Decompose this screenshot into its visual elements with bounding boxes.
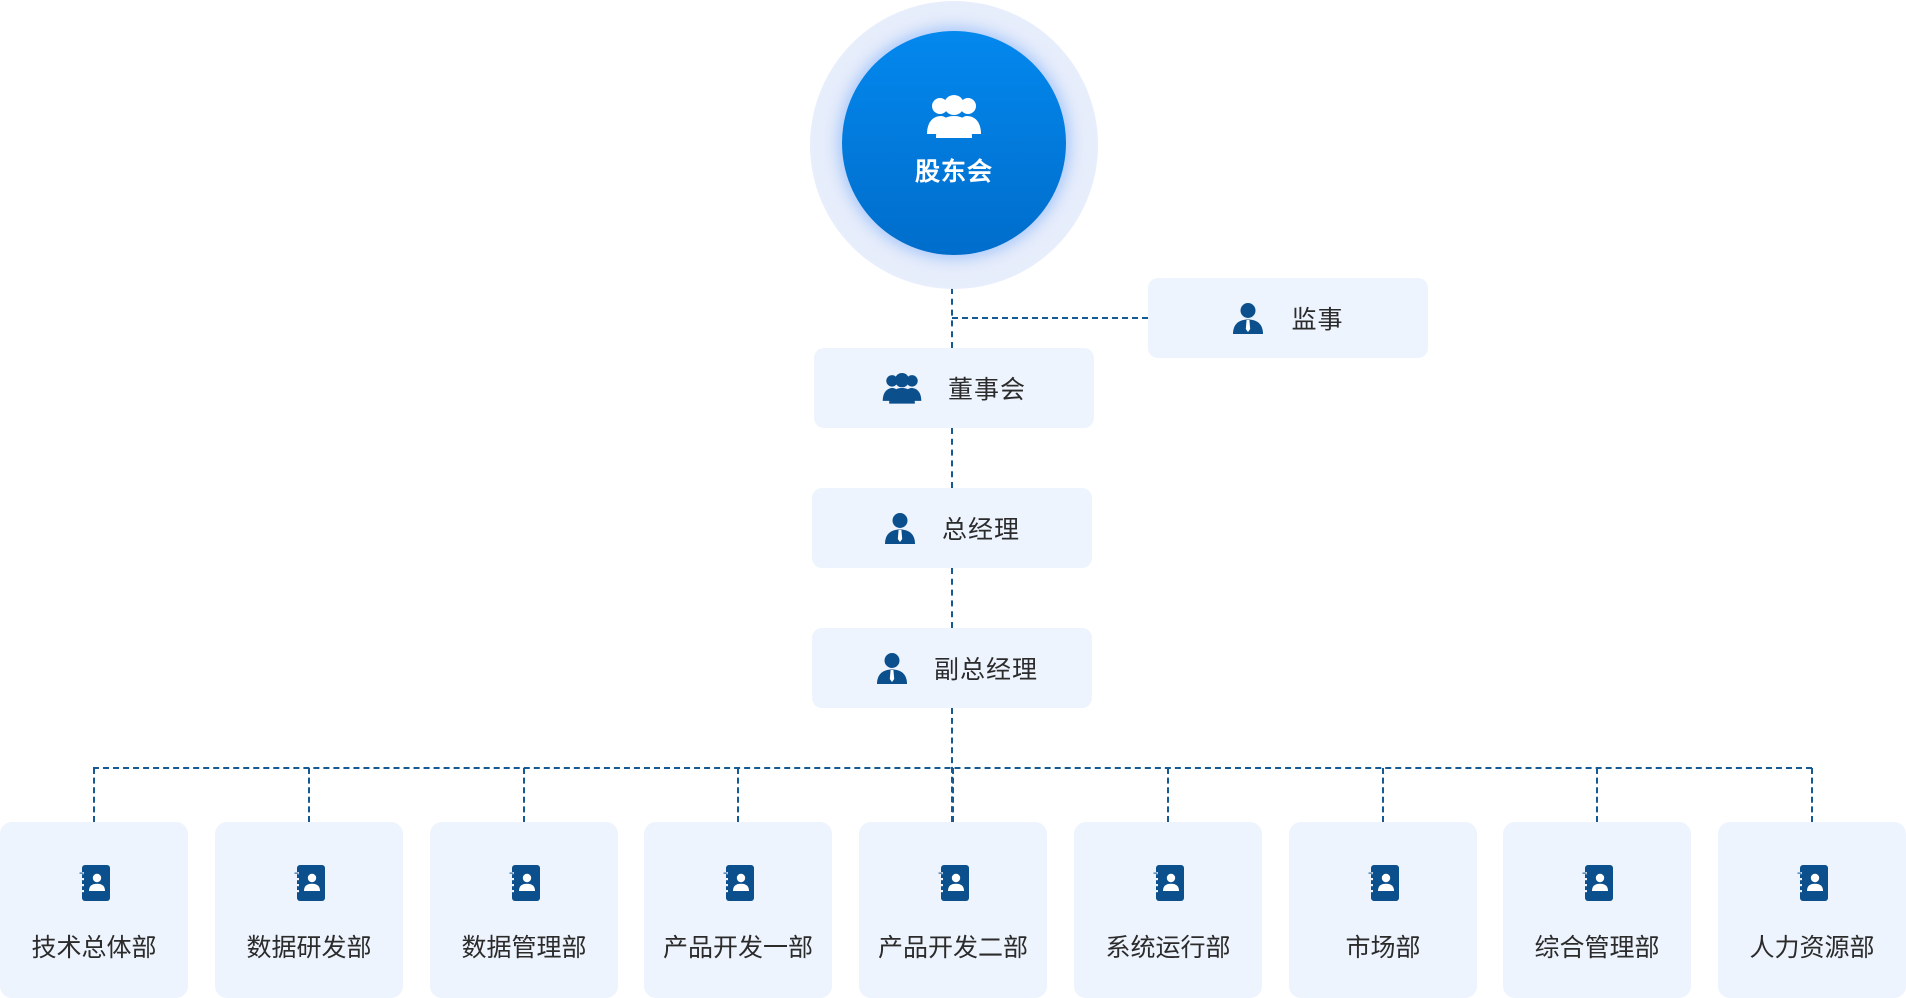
person-tie-icon — [884, 512, 916, 544]
department-node[interactable]: 数据管理部 — [430, 822, 618, 998]
connector-board-to-gm — [951, 428, 953, 488]
connector-to-department — [523, 768, 525, 822]
contact-book-icon — [294, 865, 325, 901]
root-node-shareholders-meeting[interactable]: 股东会 — [842, 31, 1066, 255]
department-label: 技术总体部 — [31, 933, 157, 962]
department-label: 市场部 — [1345, 933, 1421, 962]
contact-book-icon — [1153, 865, 1184, 901]
contact-book-icon — [1368, 865, 1399, 901]
department-node[interactable]: 综合管理部 — [1503, 822, 1691, 998]
connector-to-department — [1596, 768, 1598, 822]
department-label: 系统运行部 — [1105, 933, 1231, 962]
department-node[interactable]: 市场部 — [1289, 822, 1477, 998]
department-label: 数据管理部 — [461, 933, 587, 962]
contact-book-icon — [79, 865, 110, 901]
root-node-label: 股东会 — [914, 157, 993, 186]
department-node[interactable]: 系统运行部 — [1074, 822, 1262, 998]
contact-book-icon — [1582, 865, 1613, 901]
node-board-label: 董事会 — [947, 375, 1026, 404]
connector-to-department — [737, 768, 739, 822]
connector-to-department — [1382, 768, 1384, 822]
department-label: 产品开发一部 — [662, 933, 813, 962]
connector-to-department — [93, 768, 95, 822]
group-icon — [882, 372, 922, 404]
connector-to-department — [1167, 768, 1169, 822]
person-tie-icon — [876, 652, 908, 684]
node-supervisor-label: 监事 — [1291, 305, 1344, 334]
person-tie-icon — [1232, 302, 1264, 334]
department-label: 综合管理部 — [1534, 933, 1660, 962]
connector-gm-to-deputy — [951, 568, 953, 628]
department-node[interactable]: 数据研发部 — [215, 822, 403, 998]
node-deputy-general-manager-label: 副总经理 — [933, 655, 1038, 684]
node-supervisor[interactable]: 监事 — [1148, 278, 1428, 358]
connector-deputy-to-departments — [951, 708, 953, 822]
department-node[interactable]: 产品开发一部 — [644, 822, 832, 998]
node-board-of-directors[interactable]: 董事会 — [814, 348, 1094, 428]
node-deputy-general-manager[interactable]: 副总经理 — [812, 628, 1092, 708]
connector-to-department — [952, 768, 954, 822]
department-node[interactable]: 技术总体部 — [0, 822, 188, 998]
connector-to-department — [308, 768, 310, 822]
department-label: 人力资源部 — [1749, 933, 1875, 962]
department-node[interactable]: 产品开发二部 — [859, 822, 1047, 998]
contact-book-icon — [1797, 865, 1828, 901]
connector-to-supervisor — [952, 317, 1148, 319]
node-general-manager-label: 总经理 — [941, 515, 1020, 544]
contact-book-icon — [723, 865, 754, 901]
department-node[interactable]: 人力资源部 — [1718, 822, 1906, 998]
department-label: 数据研发部 — [246, 933, 372, 962]
contact-book-icon — [938, 865, 969, 901]
group-icon — [926, 94, 982, 138]
department-label: 产品开发二部 — [877, 933, 1028, 962]
connector-to-department — [1811, 768, 1813, 822]
contact-book-icon — [509, 865, 540, 901]
node-general-manager[interactable]: 总经理 — [812, 488, 1092, 568]
